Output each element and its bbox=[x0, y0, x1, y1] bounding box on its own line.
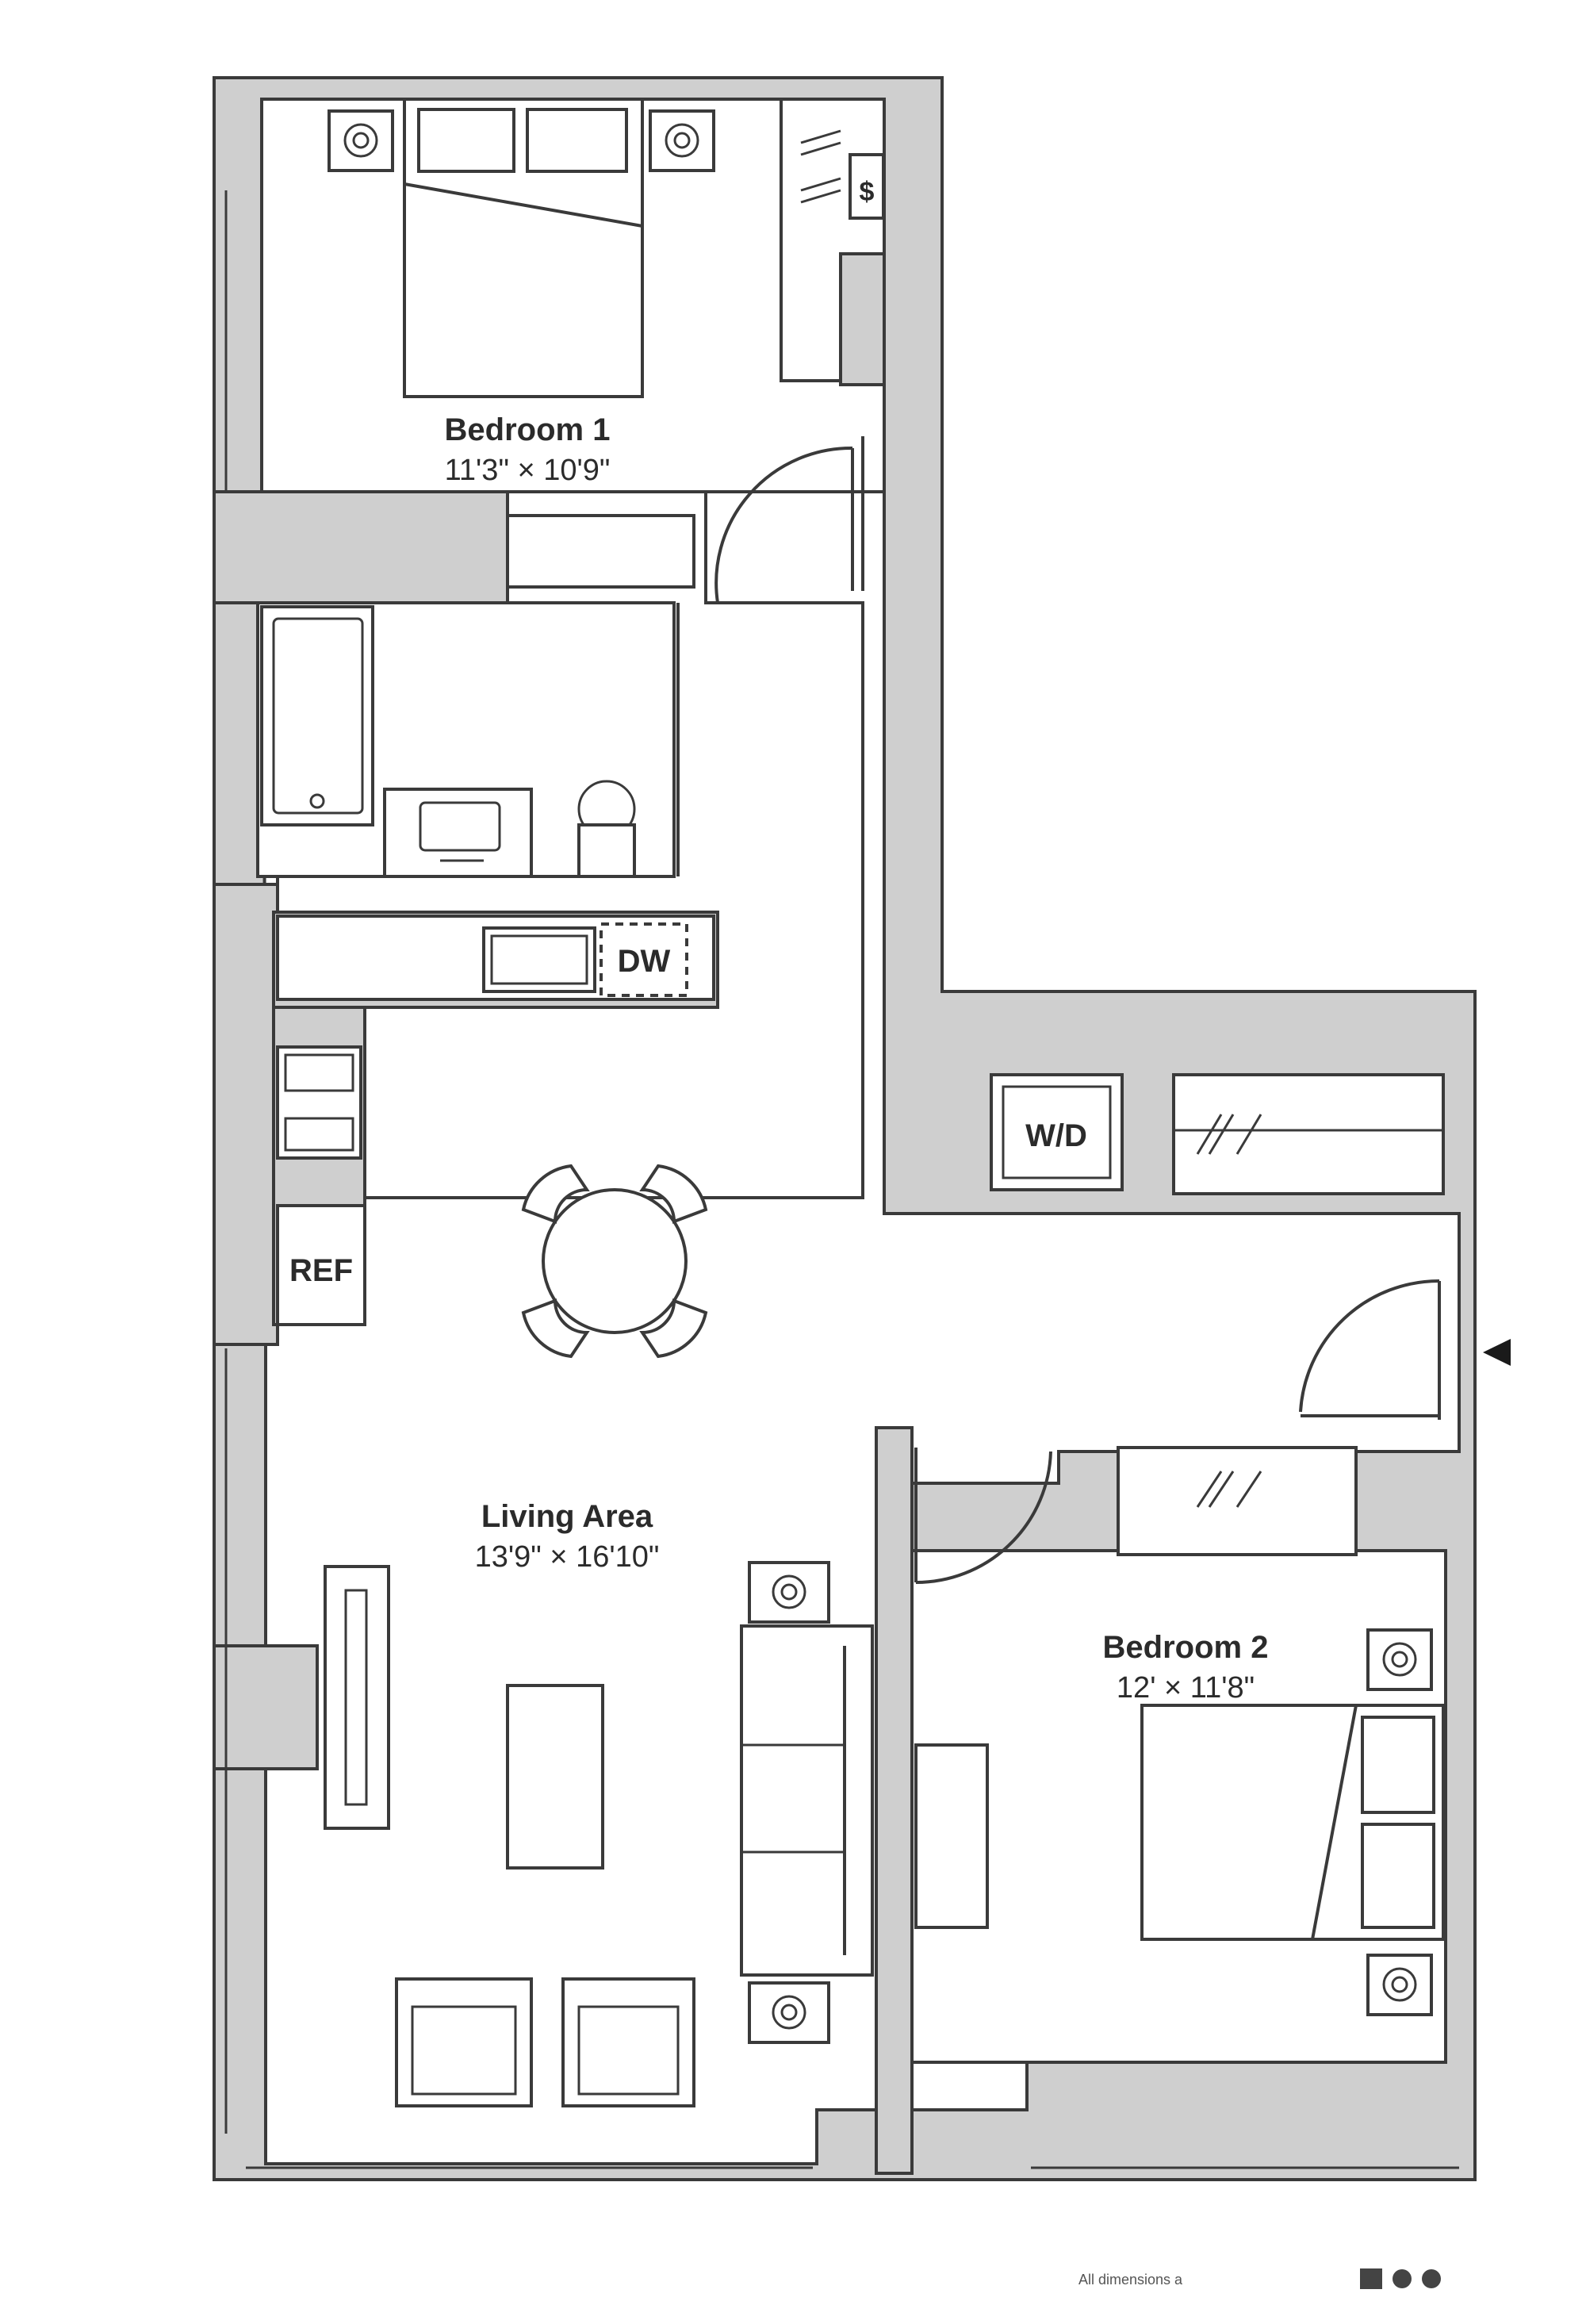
closet-hanger-2 bbox=[800, 141, 841, 156]
kitchen-sink-basin bbox=[490, 934, 588, 985]
dining-chair bbox=[639, 1164, 708, 1224]
bedroom2-pillow-top bbox=[1361, 1716, 1435, 1814]
closet-hanger bbox=[1208, 1471, 1235, 1508]
living-name: Living Area bbox=[481, 1499, 653, 1534]
kitchen-sink bbox=[482, 926, 596, 993]
bedroom2-bed-fold bbox=[1311, 1705, 1358, 1940]
lamp-icon bbox=[343, 123, 378, 158]
washer-dryer-inner bbox=[1002, 1085, 1112, 1179]
lamp-icon bbox=[1382, 1967, 1417, 2002]
sofa bbox=[740, 1624, 874, 1977]
stove bbox=[276, 1045, 362, 1160]
pet-icon bbox=[1422, 2269, 1441, 2288]
bedroom1-dims: 11'3" × 10'9" bbox=[445, 454, 611, 487]
tub-drain bbox=[309, 793, 325, 809]
bedroom1-door-swing bbox=[714, 446, 853, 604]
bedroom1-bed-fold bbox=[404, 182, 643, 228]
washer-dryer bbox=[990, 1073, 1124, 1191]
media-console bbox=[324, 1565, 390, 1830]
bedroom1-name: Bedroom 1 bbox=[445, 412, 611, 447]
bedroom1-dresser bbox=[506, 514, 695, 589]
bedroom2-left-wall bbox=[875, 1426, 914, 2175]
dishwasher bbox=[600, 922, 688, 997]
dishwasher-label: DW bbox=[618, 944, 671, 979]
closet-hanger bbox=[1235, 1114, 1262, 1155]
bedroom1-closet-wall bbox=[839, 252, 886, 386]
accessibility-icons bbox=[1360, 2268, 1441, 2289]
safe-label: $ bbox=[860, 177, 875, 207]
safe-box bbox=[849, 153, 885, 220]
lamp-icon-inner bbox=[673, 132, 691, 149]
lamp-icon-inner bbox=[352, 132, 370, 149]
stove-burners-bottom bbox=[284, 1117, 354, 1152]
bedroom2-door-swing bbox=[915, 1451, 1052, 1584]
washer-dryer-label: W/D bbox=[1025, 1118, 1087, 1153]
lamp-icon bbox=[772, 1574, 806, 1609]
bedroom2-closet bbox=[1117, 1446, 1358, 1556]
closet-hanger-4 bbox=[800, 189, 841, 204]
bedroom1-pillow-left bbox=[417, 108, 515, 173]
armchair-seat bbox=[577, 2005, 680, 2096]
bedroom1-nightstand-right bbox=[649, 109, 715, 172]
closet-hanger bbox=[1196, 1471, 1223, 1508]
dining-chair bbox=[521, 1298, 590, 1359]
stove-burners-top bbox=[284, 1053, 354, 1092]
closet-hanger bbox=[1235, 1471, 1262, 1508]
closet-hanger bbox=[1208, 1114, 1235, 1155]
entry-closet bbox=[1172, 1073, 1445, 1195]
bedroom1-nightstand-left bbox=[328, 109, 394, 172]
vanity bbox=[383, 788, 533, 878]
closet-hanger-1 bbox=[800, 129, 841, 144]
lamp-icon bbox=[1382, 1642, 1417, 1677]
armchair bbox=[395, 1977, 533, 2107]
living-endtable-top bbox=[748, 1561, 830, 1624]
bedroom1-bath-wall bbox=[213, 490, 509, 604]
bedroom2-pillow-bottom bbox=[1361, 1823, 1435, 1929]
coffee-table bbox=[506, 1684, 604, 1870]
armchair bbox=[561, 1977, 695, 2107]
hall-wall-lower bbox=[213, 883, 279, 1346]
bedroom1-pillow-right bbox=[526, 108, 628, 173]
bedroom2-nightstand-bottom bbox=[1366, 1954, 1433, 2016]
bedroom2-dims: 12' × 11'8" bbox=[1117, 1671, 1255, 1705]
footer-note: All dimensions a bbox=[1078, 2272, 1183, 2288]
bedroom2-dresser bbox=[914, 1743, 989, 1929]
lamp-icon-inner bbox=[1391, 1651, 1408, 1668]
lamp-icon-inner bbox=[780, 2004, 798, 2021]
entry-door-swing bbox=[1299, 1279, 1440, 1413]
refrigerator-label: REF bbox=[289, 1253, 353, 1288]
bedroom2-name: Bedroom 2 bbox=[1103, 1630, 1269, 1665]
armchair-seat bbox=[411, 2005, 517, 2096]
tv-screen bbox=[344, 1589, 368, 1806]
living-pillar bbox=[213, 1644, 319, 1770]
dining-table bbox=[542, 1188, 688, 1334]
lamp-icon-inner bbox=[1391, 1976, 1408, 1993]
living-dims: 13'9" × 16'10" bbox=[475, 1540, 660, 1574]
dining-chair bbox=[521, 1164, 590, 1224]
bedroom2-nightstand-top bbox=[1366, 1628, 1433, 1691]
lamp-icon-inner bbox=[780, 1583, 798, 1601]
closet-hanger-3 bbox=[800, 177, 841, 192]
equal-housing-icon bbox=[1360, 2268, 1382, 2289]
lamp-icon bbox=[665, 123, 699, 158]
dining-chair bbox=[639, 1298, 708, 1359]
bathtub bbox=[260, 605, 374, 826]
sink-basin bbox=[419, 801, 501, 852]
living-endtable-bottom bbox=[748, 1981, 830, 2044]
toilet-base bbox=[577, 823, 636, 878]
closet-hanger bbox=[1196, 1114, 1223, 1155]
lamp-icon bbox=[772, 1995, 806, 2030]
wheelchair-icon bbox=[1393, 2269, 1412, 2288]
refrigerator bbox=[276, 1204, 366, 1326]
entry-arrow-icon bbox=[1483, 1339, 1511, 1366]
bathtub-inner bbox=[272, 617, 364, 815]
